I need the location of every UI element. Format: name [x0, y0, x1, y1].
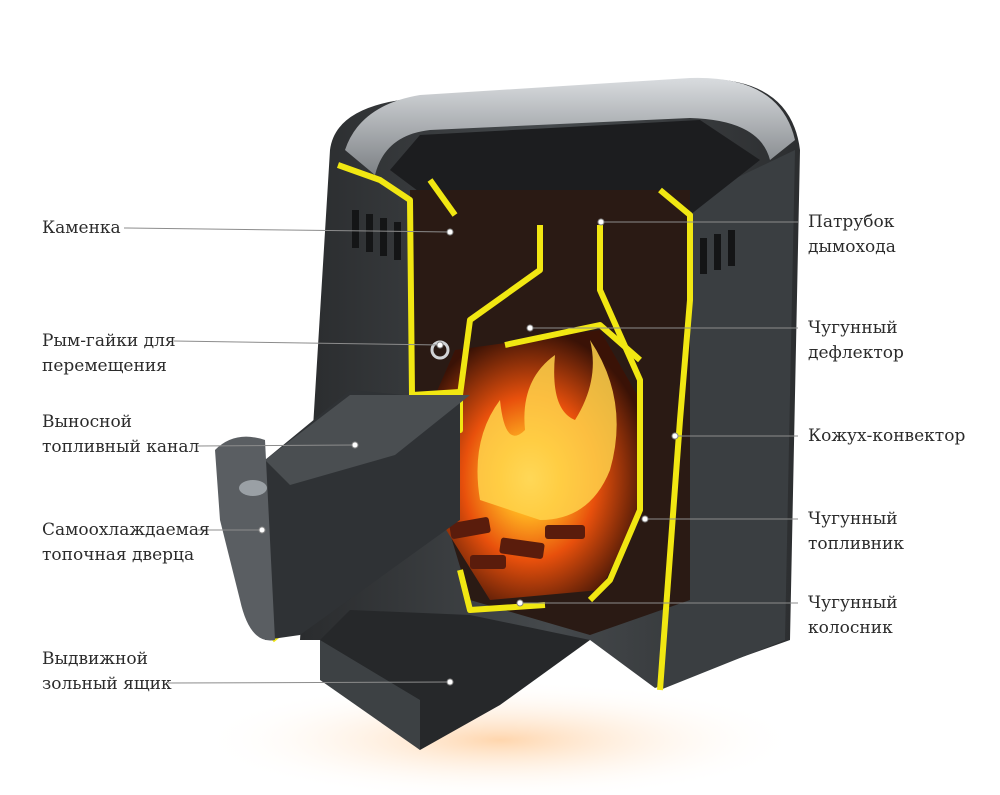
top-rim [345, 77, 795, 175]
label-line: зольный ящик [42, 674, 172, 694]
label-line: Выносной [42, 412, 133, 432]
label-kolosnik: Чугунный колосник [808, 591, 898, 641]
label-line: Чугунный [808, 318, 898, 338]
stove-right-side [660, 150, 795, 690]
label-line: дефлектор [808, 343, 904, 363]
label-line: Выдвижной [42, 649, 148, 669]
label-line: топливный канал [42, 437, 200, 457]
label-line: Самоохлаждаемая [42, 520, 210, 540]
label-kanal: Выносной топливный канал [42, 410, 199, 460]
label-line: Патрубок [808, 212, 895, 232]
leader-dots [258, 218, 679, 686]
label-line: топочная дверца [42, 545, 195, 565]
firebox-door [215, 436, 275, 641]
label-line: Чугунный [808, 593, 898, 613]
label-rym: Рым-гайки для перемещения [42, 329, 176, 379]
label-kozhuh: Кожух-конвектор [808, 424, 965, 449]
label-dverca: Самоохлаждаемая топочная дверца [42, 518, 210, 568]
door-logo [239, 480, 267, 496]
coals [449, 517, 585, 569]
label-toplivnik: Чугунный топливник [808, 507, 904, 557]
label-line: Кожух-конвектор [808, 426, 966, 446]
floor-glow [200, 680, 800, 795]
label-line: дымохода [808, 237, 896, 257]
fuel-channel-top [265, 395, 470, 485]
ash-drawer-front [320, 640, 420, 750]
label-line: Каменка [42, 218, 121, 238]
label-line: Рым-гайки для [42, 331, 176, 351]
vents-right [700, 230, 735, 274]
vents-left [352, 210, 401, 260]
label-line: Чугунный [808, 509, 898, 529]
label-kamenka: Каменка [42, 216, 121, 241]
label-line: перемещения [42, 356, 167, 376]
leader-lines [123, 221, 798, 684]
label-line: колосник [808, 618, 893, 638]
label-patrubok: Патрубок дымохода [808, 210, 896, 260]
label-deflektor: Чугунный дефлектор [808, 316, 904, 366]
label-line: топливник [808, 534, 904, 554]
label-yashik: Выдвижной зольный ящик [42, 647, 172, 697]
flames [477, 340, 617, 520]
